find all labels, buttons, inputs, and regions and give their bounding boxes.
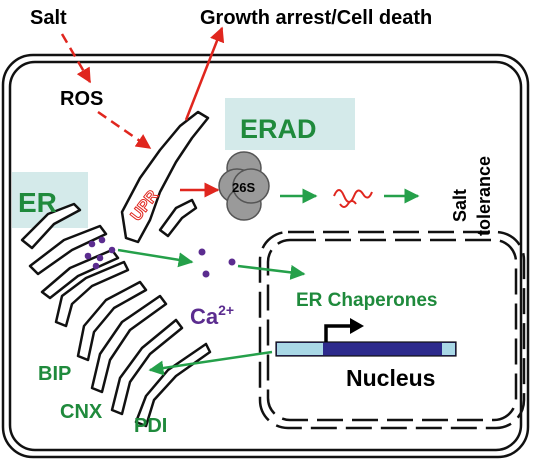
arrow-ca-er-to-cytosol — [117, 248, 194, 268]
pdi-label: PDI — [134, 415, 167, 437]
nucleus-envelope-inner — [266, 238, 518, 422]
arrow-nucleus-to-er — [148, 350, 273, 376]
er-cisterna-1 — [20, 202, 82, 250]
growth-arrest-label: Growth arrest/Cell death — [200, 7, 432, 29]
cnx-label: CNX — [60, 401, 103, 423]
salt-tolerance-label-line2: tolerance — [474, 156, 494, 236]
erad-label-box — [225, 98, 355, 150]
cell-wall-outer — [1, 53, 530, 459]
er-cisterna-6 — [90, 294, 168, 394]
degraded-protein-icon — [333, 189, 373, 208]
proteasome-26s — [218, 151, 270, 221]
calcium-charge: 2+ — [218, 302, 234, 318]
arrow-ros-to-upr — [97, 110, 152, 150]
bip-label: BIP — [38, 363, 71, 385]
gene-end-segment — [442, 343, 455, 355]
calcium-label: Ca2+ — [190, 302, 234, 329]
er-cisterna-3 — [40, 248, 120, 300]
er-cisterna-4 — [54, 260, 130, 328]
salt-label: Salt — [30, 7, 67, 29]
er-cisterna-7 — [110, 318, 184, 416]
arrow-upr-to-growth-arrest — [184, 26, 225, 121]
erad-label: ERAD — [240, 114, 317, 144]
er-cisterna-upr — [120, 110, 210, 244]
er-chaperones-label: ER Chaperones — [296, 290, 437, 311]
er-label: ER — [18, 187, 57, 218]
nucleus-label: Nucleus — [346, 365, 435, 391]
gene-promoter-segment — [277, 343, 323, 355]
ros-label: ROS — [60, 88, 103, 110]
er-cisterna-2 — [28, 224, 108, 276]
proteasome-26s-label: 26S — [232, 180, 255, 195]
calcium-symbol: Ca — [190, 304, 219, 329]
arrow-salt-to-ros — [60, 33, 92, 84]
transcription-start-arrow — [324, 324, 352, 342]
endoplasmic-reticulum — [20, 110, 212, 428]
nucleus-envelope-outer — [258, 230, 526, 430]
er-cisterna-9 — [158, 198, 198, 238]
calcium-ions-er — [84, 236, 116, 270]
salt-tolerance-label-line1: Salt — [450, 189, 470, 222]
cell-membrane-inner — [8, 60, 523, 452]
arrow-ca-to-chaperones — [237, 264, 306, 280]
er-cisterna-5 — [76, 280, 148, 362]
transcription-arrowhead — [350, 318, 364, 334]
calcium-ions-cytosol — [198, 248, 236, 278]
